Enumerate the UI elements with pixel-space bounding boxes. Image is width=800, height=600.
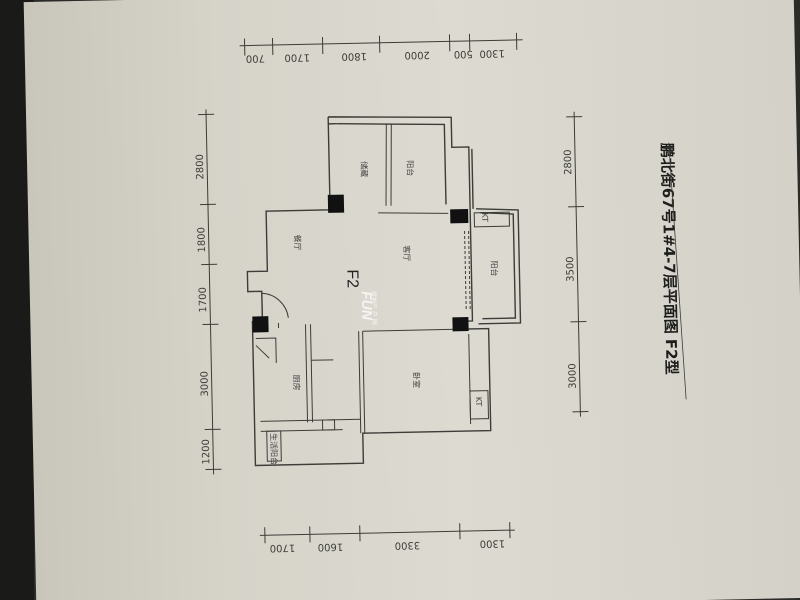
unit-type-label: F2 [343, 269, 360, 288]
kitchen-counter [255, 337, 277, 364]
dim-bottom-1: 1700 [270, 542, 296, 554]
dim-top-4: 2000 [404, 49, 430, 61]
room-living: 客厅 [402, 245, 412, 261]
room-balcony-top: 阳台 [405, 160, 415, 176]
sliding-door [464, 230, 471, 312]
structural-columns [252, 194, 469, 333]
dimension-line-left [198, 109, 222, 475]
left-dimension-labels: 2800 1800 1700 3000 1200 [195, 154, 212, 465]
dim-right-3: 3000 [567, 363, 579, 389]
dim-bottom-3: 3300 [395, 539, 421, 551]
dim-top-3: 1800 [341, 50, 367, 62]
room-bedroom: 卧室 [412, 372, 422, 388]
room-laundry-balcony: 生活阳台 [269, 433, 280, 465]
room-kitchen: 厨房 [292, 374, 302, 390]
dim-left-4: 3000 [199, 371, 211, 397]
dim-bottom-4: 1300 [480, 537, 506, 549]
dim-right-2: 3500 [565, 256, 577, 282]
dimension-line-right [566, 111, 589, 417]
watermark-subtext: 房地产 户 网 [370, 291, 379, 325]
dim-top-1: 700 [246, 52, 265, 63]
dim-top-2: 1700 [284, 51, 310, 63]
dimension-line-top [239, 32, 523, 56]
right-dimension-labels: 2800 3500 3000 [563, 149, 579, 389]
plan-title: 鹏北街67号1#4-7层平面图 F2型 [658, 143, 681, 375]
interior-walls [260, 123, 510, 462]
outer-walls [246, 116, 522, 467]
dim-left-2: 1800 [196, 227, 208, 253]
room-dining: 餐厅 [293, 234, 302, 250]
dim-left-1: 2800 [195, 154, 207, 180]
room-balcony-right: 阳台 [489, 260, 499, 276]
title-underline [668, 142, 687, 400]
ac-unit-top: KT [480, 213, 489, 223]
room-labels: 储藏 阳台 餐厅 客厅 阳台 厨房 卧室 生活阳台 KT KT [269, 160, 500, 465]
dim-left-3: 1700 [198, 287, 210, 313]
top-dimension-labels: 700 1700 1800 2000 500 1300 [246, 47, 505, 63]
bottom-dimension-labels: 1700 1600 3300 1300 [270, 537, 506, 553]
watermark-logo: FUN [359, 291, 376, 321]
dim-top-6: 1300 [479, 47, 505, 59]
watermark: FUN 房地产 户 网 [359, 291, 379, 325]
dim-right-1: 2800 [563, 149, 575, 175]
dim-bottom-2: 1600 [318, 541, 344, 553]
dim-left-5: 1200 [201, 439, 213, 465]
room-storage: 储藏 [359, 161, 369, 177]
dimension-line-bottom [259, 522, 515, 544]
dim-top-5: 500 [454, 48, 473, 59]
ac-unit-bottom: KT [474, 397, 483, 407]
